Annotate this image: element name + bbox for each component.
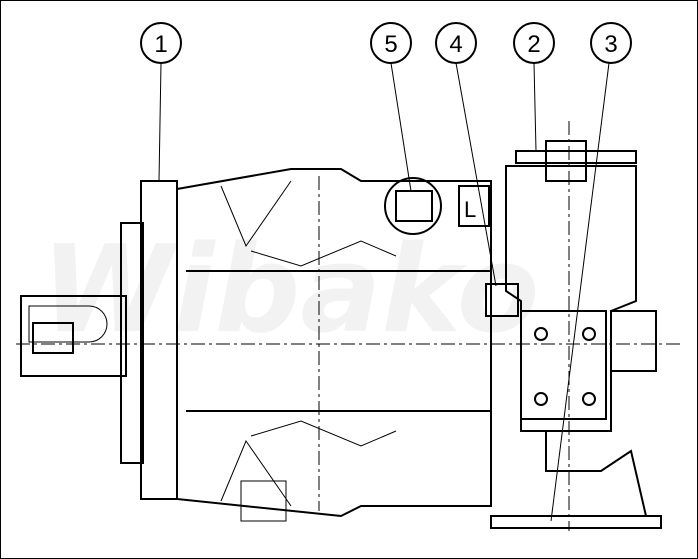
drive-shaft bbox=[20, 295, 127, 377]
callout-4: 4 bbox=[435, 22, 497, 287]
callout-3: 3 bbox=[550, 22, 632, 522]
watermark: Wibako bbox=[41, 221, 539, 360]
callout-5: 5 bbox=[370, 22, 412, 192]
callout-2: 2 bbox=[513, 22, 555, 152]
svg-text:3: 3 bbox=[604, 31, 617, 58]
svg-text:4: 4 bbox=[449, 31, 462, 58]
pump-housing bbox=[176, 168, 492, 522]
svg-text:2: 2 bbox=[527, 31, 540, 58]
svg-text:1: 1 bbox=[154, 31, 167, 58]
port-label: L bbox=[464, 197, 476, 222]
port-l: L bbox=[384, 177, 490, 235]
svg-text:5: 5 bbox=[384, 31, 397, 58]
callout-1: 1 bbox=[140, 22, 182, 182]
